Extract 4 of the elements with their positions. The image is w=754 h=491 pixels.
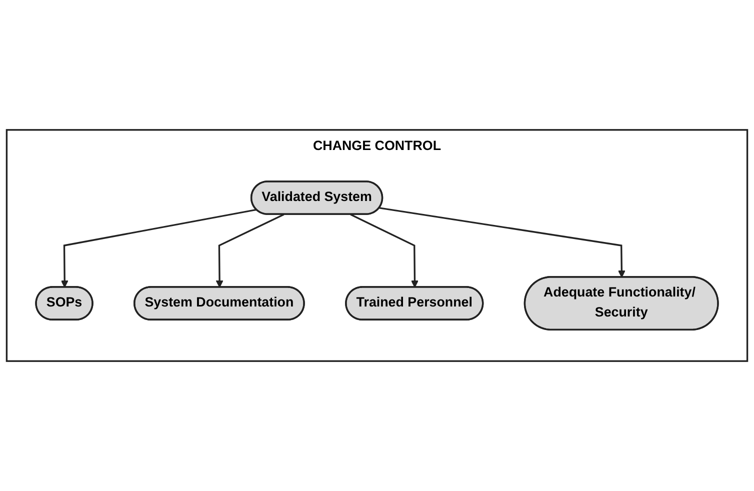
arrow (216, 214, 284, 288)
arrow (60, 208, 257, 288)
arrow (350, 214, 418, 288)
arrow (379, 207, 626, 278)
